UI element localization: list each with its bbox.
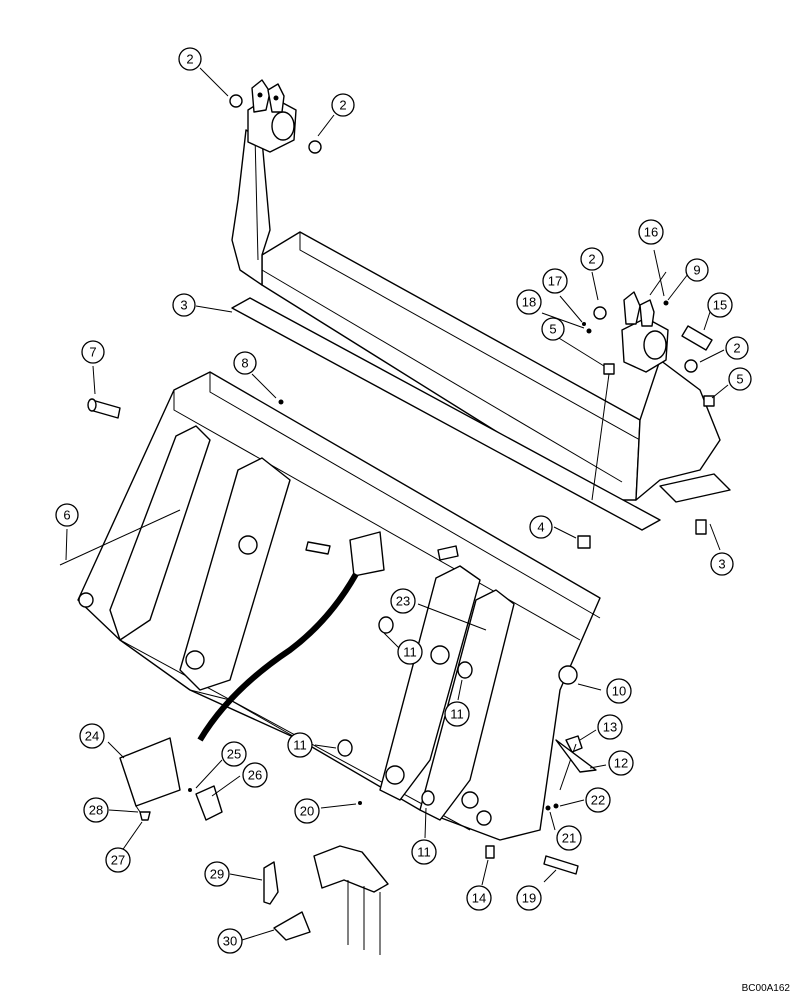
drawing-reference-code: BC00A162 [741,983,790,994]
callout-balloon: 3 [710,552,734,576]
callout-balloon: 5 [728,367,752,391]
callout-label: 11 [403,645,417,660]
callout-label: 22 [591,793,605,808]
callout-label: 11 [293,738,307,753]
callout-label: 2 [588,252,595,267]
mounting-frame [231,79,731,503]
callout-balloon: 6 [55,503,79,527]
callout-label: 9 [693,263,700,278]
callout-balloon: 8 [233,351,257,375]
callout-label: 28 [89,803,103,818]
callout-label: 18 [522,295,536,310]
callout-balloon: 24 [79,723,105,749]
callout-label: 17 [548,274,562,289]
callout-balloon: 26 [242,762,268,788]
callout-label: 4 [537,520,544,535]
callout-label: 5 [549,322,556,337]
callout-balloon: 4 [529,515,553,539]
callout-label: 30 [223,934,237,949]
callout-balloon: 15 [707,292,733,318]
callout-label: 11 [450,707,464,722]
detail-parts [119,737,389,955]
callout-label: 29 [210,867,224,882]
callout-label: 26 [248,768,262,783]
callout-balloon: 18 [516,289,542,315]
callouts: 2 2 2 2 3 3 4 5 5 6 7 8 9 10 11 11 11 11… [55,47,752,954]
callout-balloon: 11 [287,732,313,758]
callout-label: 5 [736,372,743,387]
callout-label: 24 [85,729,99,744]
callout-balloon: 30 [217,928,243,954]
callout-label: 10 [612,684,626,699]
callout-balloon: 3 [172,293,196,317]
bucket-body [77,371,601,841]
callout-label: 15 [713,298,727,313]
callout-label: 7 [89,345,96,360]
callout-balloon: 29 [204,861,230,887]
callout-balloon: 16 [638,219,664,245]
callout-balloon: 20 [294,798,320,824]
callout-label: 25 [227,747,241,762]
callout-balloon: 12 [608,750,634,776]
callout-balloon: 11 [397,639,423,665]
callout-balloon: 5 [541,317,565,341]
callout-label: 27 [111,853,125,868]
callout-label: 13 [603,720,617,735]
callout-label: 19 [522,891,536,906]
cutting-edge-strip [231,297,661,531]
callout-balloon: 11 [411,839,437,865]
callout-balloon: 7 [81,340,105,364]
callout-balloon: 19 [516,885,542,911]
callout-balloon: 27 [105,847,131,873]
callout-label: 14 [472,891,486,906]
callout-balloon: 23 [390,588,416,614]
callout-balloon: 14 [466,885,492,911]
callout-label: 11 [417,845,431,860]
callout-label: 2 [339,98,346,113]
callout-label: 6 [63,508,70,523]
callout-balloon: 22 [585,787,611,813]
callout-label: 2 [186,52,193,67]
callout-balloon: 21 [556,825,582,851]
callout-label: 3 [180,298,187,313]
callout-balloon: 25 [221,741,247,767]
callout-balloon: 11 [444,701,470,727]
callout-label: 2 [733,341,740,356]
callout-label: 21 [562,831,576,846]
callout-label: 3 [718,557,725,572]
callout-balloon: 28 [83,797,109,823]
callout-label: 20 [300,804,314,819]
callout-label: 8 [241,356,248,371]
callout-balloon: 2 [178,47,202,71]
callout-label: 12 [614,756,628,771]
callout-label: 16 [644,225,658,240]
callout-balloon: 10 [606,678,632,704]
callout-balloon: 2 [725,336,749,360]
callout-balloon: 13 [597,714,623,740]
callout-balloon: 17 [542,268,568,294]
callout-balloon: 2 [331,93,355,117]
callout-balloon: 9 [685,258,709,282]
callout-label: 23 [396,594,410,609]
callout-balloon: 2 [580,247,604,271]
loose-parts [59,94,715,875]
callout-leaders [65,67,729,941]
